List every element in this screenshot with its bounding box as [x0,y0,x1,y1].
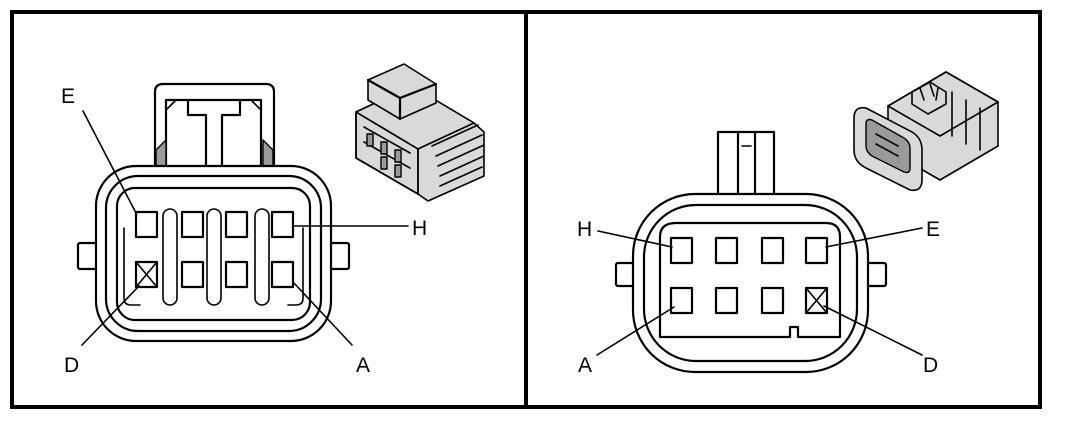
left-pin-label-e: E [61,85,75,108]
right-leader-lines [596,227,923,356]
left-pin-label-h: H [412,217,427,240]
left-connector-isometric-thumbnail [355,63,485,202]
right-connector-face [614,130,888,374]
right-pin-label-a: A [578,354,592,377]
left-pin-label-a: A [356,354,370,377]
right-connector-isometric-thumbnail [853,71,999,192]
right-pin-label-e: E [926,218,940,241]
left-pin-label-d: D [64,354,79,377]
left-leader-lines [81,110,409,346]
right-pin-label-d: D [923,354,938,377]
left-connector-face [76,82,351,343]
right-pin-label-h: H [577,218,592,241]
